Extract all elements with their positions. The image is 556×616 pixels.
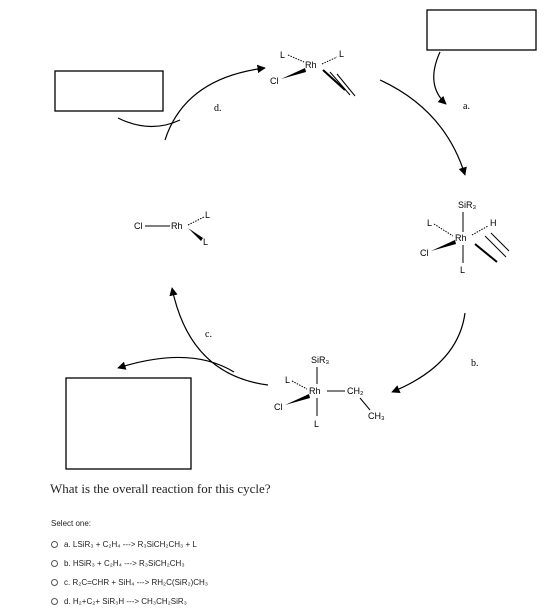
svg-text:L: L xyxy=(285,375,290,385)
svg-text:SiR₃: SiR₃ xyxy=(458,200,477,210)
svg-text:L: L xyxy=(203,237,208,247)
question-text: What is the overall reaction for this cy… xyxy=(50,481,271,496)
option-a[interactable]: a. LSiR₃ + C₂H₄ ---> R₃SiCH₂CH₃ + L xyxy=(51,535,208,554)
svg-text:L: L xyxy=(205,210,210,220)
option-b[interactable]: b. HSiR₃ + C₂H₄ ---> R₃SiCH₂CH₃ xyxy=(51,554,208,573)
select-one-label: Select one: xyxy=(51,519,92,528)
svg-text:Cl: Cl xyxy=(134,221,143,231)
svg-text:Rh: Rh xyxy=(171,221,183,231)
complex-left: Cl Rh L L xyxy=(134,210,210,247)
svg-text:L: L xyxy=(314,419,319,429)
complex-bottom: SiR₃ L Rh CH₂ CH₃ Cl L xyxy=(274,355,385,429)
svg-text:SiR₃: SiR₃ xyxy=(311,355,330,365)
answer-box-top-right[interactable] xyxy=(426,9,537,51)
option-label: a. LSiR₃ + C₂H₄ ---> R₃SiCH₂CH₃ + L xyxy=(64,540,197,549)
step-label-a: a. xyxy=(463,101,470,112)
svg-text:Rh: Rh xyxy=(305,60,317,70)
option-d[interactable]: d. H₂+C₂+ SiR₃H ---> CH₃CH₂SiR₃ xyxy=(51,592,208,611)
cycle-arrow-left xyxy=(164,64,266,141)
radio-button[interactable] xyxy=(51,541,58,548)
step-label-b: b. xyxy=(471,358,479,369)
option-c[interactable]: c. R₂C=CHR + SiH₄ ---> RH₂C(SiR₂)CH₃ xyxy=(51,573,208,592)
radio-button[interactable] xyxy=(51,579,58,586)
svg-text:Cl: Cl xyxy=(274,402,283,412)
option-label: b. HSiR₃ + C₂H₄ ---> R₃SiCH₂CH₃ xyxy=(64,559,185,568)
svg-text:L: L xyxy=(339,49,344,59)
svg-text:L: L xyxy=(280,50,285,60)
cycle-arrow-top xyxy=(379,79,467,176)
complex-right: SiR₃ L Rh H Cl L xyxy=(420,200,510,275)
cycle-arrow-bottom xyxy=(169,287,269,386)
option-label: d. H₂+C₂+ SiR₃H ---> CH₃CH₂SiR₃ xyxy=(64,597,187,606)
radio-button[interactable] xyxy=(51,598,58,605)
svg-text:Cl: Cl xyxy=(420,248,429,258)
svg-text:CH₂: CH₂ xyxy=(347,386,364,396)
answer-box-bottom-left[interactable] xyxy=(65,377,192,470)
svg-text:L: L xyxy=(427,218,432,228)
svg-text:Rh: Rh xyxy=(309,386,321,396)
radio-button[interactable] xyxy=(51,560,58,567)
svg-text:Rh: Rh xyxy=(455,233,467,243)
svg-text:L: L xyxy=(460,265,465,275)
svg-text:H: H xyxy=(490,218,497,228)
cycle-arrow-right xyxy=(391,312,466,394)
svg-text:CH₃: CH₃ xyxy=(368,411,385,421)
svg-text:Cl: Cl xyxy=(270,76,279,86)
side-arrow-d xyxy=(117,117,181,128)
side-arrow-a xyxy=(433,51,447,105)
answer-box-top-left[interactable] xyxy=(54,70,164,112)
side-arrow-c xyxy=(117,356,235,373)
complex-top: L Rh L Cl xyxy=(270,49,356,97)
option-label: c. R₂C=CHR + SiH₄ ---> RH₂C(SiR₂)CH₃ xyxy=(64,578,209,587)
step-label-c: c. xyxy=(205,329,212,340)
step-label-d: d. xyxy=(214,103,222,114)
catalytic-cycle-diagram: a. b. c. d. L Rh L Cl SiR₃ L Rh H Cl L S… xyxy=(54,9,537,470)
answer-options: a. LSiR₃ + C₂H₄ ---> R₃SiCH₂CH₃ + L b. H… xyxy=(51,535,208,611)
